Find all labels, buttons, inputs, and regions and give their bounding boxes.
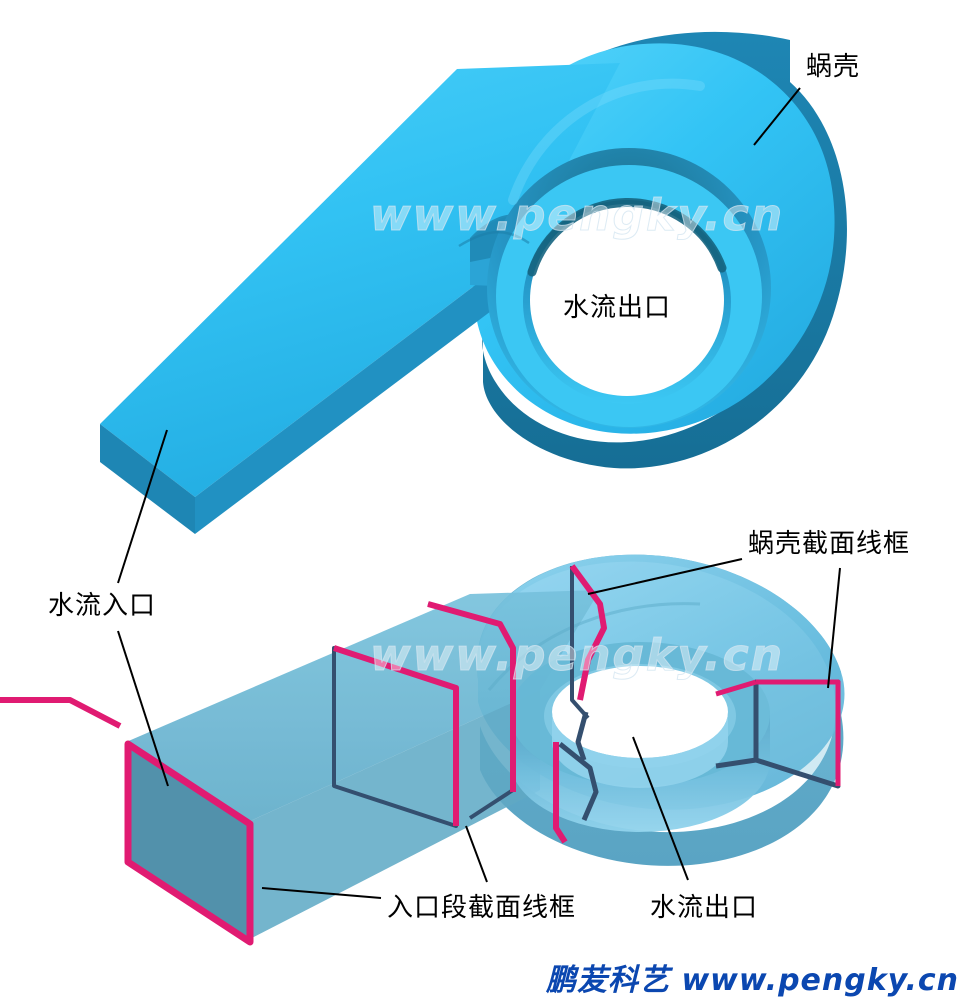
footer-branding: 鹏苃科艺 www.pengky.cn [546,963,960,998]
volute-bore-top-shadow [527,198,727,277]
label-volute-casing: 蜗壳 [806,52,861,82]
inlet-duct-side-face [195,249,523,534]
leader-inlet-upper [117,429,168,584]
transparent-volute-model [0,554,845,946]
ghost-bore-inner-wall [552,712,728,788]
ghost-duct-top-face [126,590,600,822]
leader-inlet-section-right [465,825,488,883]
leader-inlet-lower [117,630,169,787]
wireframe-lower-inner-section [553,742,599,844]
ghost-inner-wall [510,714,770,832]
wireframe-duct-section-2 [332,645,459,828]
ghost-duct-side-face [248,690,540,940]
label-outlet-lower: 水流出口 [650,893,759,923]
label-volute-section-wireframe: 蜗壳截面线框 [748,529,911,559]
label-inlet-section-wireframe: 入口段截面线框 [387,893,577,923]
volute-outer-shell-side [476,31,847,469]
volute-outlet-hole [530,204,724,396]
ghost-ring-crease [487,602,701,691]
wireframe-throat-section [427,601,516,820]
solid-volute-model [100,31,847,534]
wireframe-tongue-section [569,564,607,761]
leader-outlet-lower [632,736,689,881]
ghost-outlet-hole [552,666,728,758]
leader-volute-casing [753,87,801,146]
volute-duct-crease [458,230,530,248]
wireframe-left-stub [0,697,122,729]
wireframe-inlet-section [124,740,254,946]
inlet-duct-front-face [100,424,195,534]
ghost-duct-front-face [126,742,248,940]
leader-inlet-section-left [261,887,382,899]
volute-ring-highlight [508,78,705,205]
label-inlet: 水流入口 [48,591,157,621]
label-outlet-upper: 水流出口 [563,293,672,323]
wireframe-right-section [715,679,841,789]
leader-section-wire-left [587,558,743,595]
leader-section-wire-right [827,567,841,689]
inlet-duct-top-face [100,63,620,497]
leader-lines [117,87,841,899]
